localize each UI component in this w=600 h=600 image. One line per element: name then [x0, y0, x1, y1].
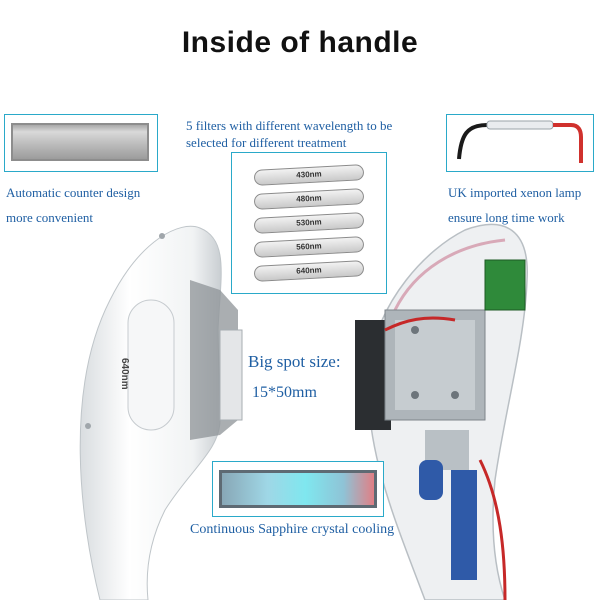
counter-caption-line2: more convenient [6, 210, 93, 225]
counter-caption-line1: Automatic counter design [6, 185, 141, 200]
lamp-caption-line2: ensure long time work [448, 210, 565, 225]
filters-caption-line1: 5 filters with different wavelength to b… [186, 118, 393, 133]
lamp-image-frame [446, 114, 594, 172]
filter-430nm: 430nm [253, 164, 365, 186]
filter-480nm: 480nm [253, 188, 365, 210]
filters-caption-line2: selected for different treatment [186, 135, 347, 150]
sapphire-caption: Continuous Sapphire crystal cooling [190, 522, 395, 537]
sapphire-crystal-image [219, 470, 377, 508]
spot-size-caption-line2: 15*50mm [252, 384, 317, 401]
counter-image-frame [4, 114, 158, 172]
xenon-lamp-image [457, 120, 583, 163]
handle-exterior-image [79, 225, 243, 600]
sapphire-image-frame [212, 461, 384, 517]
page-title: Inside of handle [181, 26, 419, 59]
filters-image-frame: 430nm 480nm 530nm 560nm 640nm [231, 152, 387, 294]
lamp-caption-line1: UK imported xenon lamp [448, 185, 582, 200]
counter-display-image [11, 123, 149, 161]
spot-size-caption-line1: Big spot size: [248, 352, 341, 371]
handle-filter-label: 640nm [119, 358, 130, 390]
handle-interior-image [355, 223, 528, 600]
